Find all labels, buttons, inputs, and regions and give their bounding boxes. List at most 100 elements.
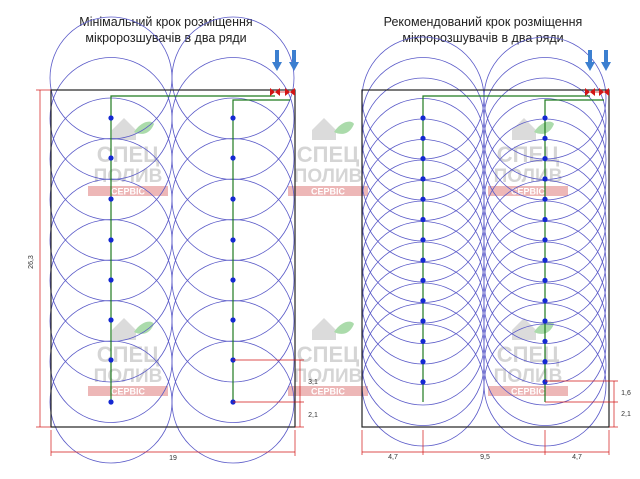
sprinkler-point [542, 237, 548, 243]
watermark-line3: СЕРВІС [111, 187, 146, 197]
watermark-line3: СЕРВІС [511, 387, 546, 397]
sprinkler-point [420, 379, 426, 385]
sprinkler-point [542, 277, 548, 283]
sprinkler-point [108, 317, 114, 323]
arrow-down-icon [601, 62, 611, 71]
valve-icon [275, 88, 280, 96]
sprinkler-point [420, 318, 426, 324]
left-pipe-2 [232, 99, 290, 402]
sprinkler-point [542, 115, 548, 121]
watermark-band [288, 386, 368, 396]
sprinkler-point [542, 318, 548, 324]
dimension-lines [36, 89, 618, 456]
sprinkler-point [542, 216, 548, 223]
watermark-line2: ПОЛИВ [294, 166, 363, 187]
house-icon [312, 118, 336, 140]
supply-arrows [270, 50, 611, 96]
sprinkler-point [420, 216, 426, 223]
right-gap-label: 1,6 [621, 390, 631, 397]
watermark-line2: ПОЛИВ [94, 166, 163, 187]
leaf-icon [334, 121, 354, 134]
watermark-line3: СЕРВІС [311, 187, 346, 197]
sprinkler-point [542, 338, 548, 344]
right-title: Рекомендований крок розміщення мікророзш… [333, 14, 633, 46]
arrow-shaft [275, 50, 279, 62]
watermark-line1: СПЕЦ [297, 142, 359, 167]
sprinkler-point [420, 298, 426, 304]
sprinkler-point [230, 237, 236, 243]
sprinkler-point [420, 135, 426, 141]
left-title-line2: мікророзшувачів в два ряди [85, 31, 247, 45]
sprinkler-point [542, 379, 548, 385]
left-height-label: 26,3 [28, 255, 35, 269]
sprinkler-point [420, 277, 426, 283]
valve-icon [599, 88, 604, 96]
sprinkler-point [542, 298, 548, 304]
right-end-label: 2,1 [621, 411, 631, 418]
watermark-band [488, 386, 568, 396]
valve-icon [285, 88, 290, 96]
watermark-line3: СЕРВІС [311, 387, 346, 397]
arrow-down-icon [272, 62, 282, 71]
arrow-down-icon [289, 62, 299, 71]
left-title-line1: Мінімальний крок розміщення [79, 15, 253, 29]
sprinkler-point [420, 115, 426, 121]
sprinkler-point [542, 257, 548, 263]
watermark-band [488, 186, 568, 196]
house-icon [312, 318, 336, 340]
leaf-icon [534, 121, 554, 134]
sprinkler-point [542, 196, 548, 202]
watermark-line1: СПЕЦ [497, 342, 559, 367]
sprinkler-point [108, 399, 114, 405]
sprinkler-point [230, 196, 236, 202]
watermark-band [288, 186, 368, 196]
sprinkler-point [420, 338, 426, 344]
watermark-band [88, 186, 168, 196]
house-icon [512, 318, 536, 340]
sprinkler-point [230, 115, 236, 121]
right-title-line2: мікророзшувачів в два ряди [402, 31, 564, 45]
sprinkler-point [108, 237, 114, 243]
sprinkler-point [542, 135, 548, 141]
left-title: Мінімальний крок розміщення мікророзшува… [16, 14, 316, 46]
sprinkler-point [108, 196, 114, 202]
watermark-line3: СЕРВІС [111, 387, 146, 397]
watermark-line1: СПЕЦ [97, 142, 159, 167]
house-icon [112, 118, 136, 140]
leaf-icon [134, 121, 154, 134]
arrow-down-icon [585, 62, 595, 71]
leaf-icon [134, 321, 154, 334]
arrow-shaft [292, 50, 296, 62]
left-pipe-1 [110, 95, 275, 402]
sprinkler-point [542, 359, 548, 365]
left-plot-frame [50, 89, 296, 428]
sprinkler-point [230, 277, 236, 283]
sprinkler-point [420, 237, 426, 243]
right-seg2-label: 9,5 [480, 454, 490, 461]
valve-icon [270, 88, 275, 96]
house-icon [512, 118, 536, 140]
watermark-line2: ПОЛИВ [94, 366, 163, 387]
sprinkler-point [108, 357, 114, 363]
sprinkler-point [108, 115, 114, 121]
left-end-label: 2,1 [308, 412, 318, 419]
sprinkler-point [230, 317, 236, 323]
sprinkler-point [542, 176, 548, 182]
right-plot-frame [361, 89, 610, 428]
sprinkler-point [420, 257, 426, 263]
watermark-line1: СПЕЦ [497, 142, 559, 167]
watermark-line2: ПОЛИВ [294, 366, 363, 387]
watermark-line1: СПЕЦ [297, 342, 359, 367]
watermark-band [88, 386, 168, 396]
sprinkler-point [230, 155, 236, 161]
arrow-shaft [588, 50, 592, 62]
leaf-icon [334, 321, 354, 334]
valve-icon [585, 88, 590, 96]
right-coverage-circles [361, 36, 607, 447]
